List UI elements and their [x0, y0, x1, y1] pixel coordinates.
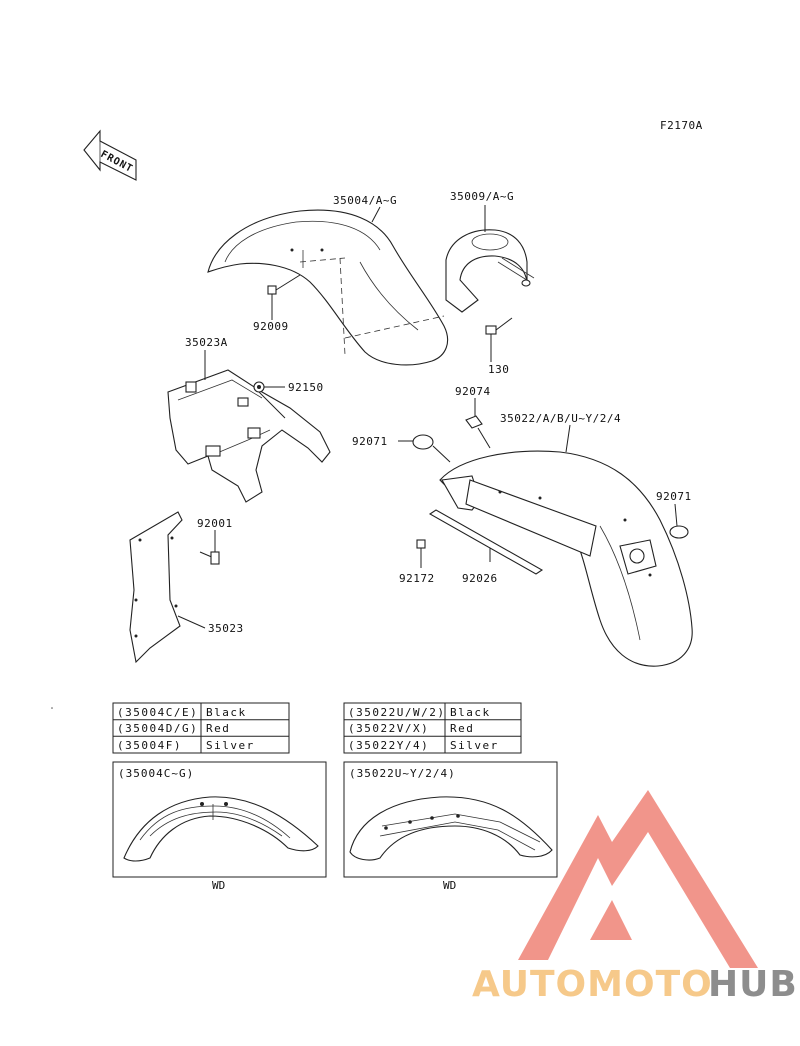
- bolt-130: [485, 317, 513, 362]
- callout-92009: 92009: [253, 320, 289, 333]
- watermark-text-part1: AUTOMOTO: [472, 964, 713, 1005]
- grommet-92074: [465, 398, 491, 449]
- front-arrow-icon: FRONT: [83, 129, 137, 181]
- table1-part-0: (35004C/E): [117, 706, 198, 719]
- table2-part-0: (35022U/W/2): [348, 706, 445, 719]
- detail-box-rear: (35022U~Y/2/4) WD: [343, 761, 558, 892]
- detail2-caption: WD: [443, 879, 456, 892]
- table1-part-1: (35004D/G): [117, 722, 198, 735]
- screw-92172: [416, 539, 426, 568]
- strip-92026: [428, 509, 544, 575]
- callout-130: 130: [488, 363, 509, 376]
- screw-92009: [267, 274, 301, 305]
- table1-color-0: Black: [206, 706, 247, 719]
- callout-92026: 92026: [462, 572, 498, 585]
- detail1-caption: WD: [212, 879, 225, 892]
- callout-92150: 92150: [288, 381, 324, 394]
- table2-color-1: Red: [450, 722, 474, 735]
- table1-color-1: Red: [206, 722, 230, 735]
- callout-35023A: 35023A: [185, 336, 228, 349]
- callout-35023: 35023: [208, 622, 244, 635]
- callout-35009: 35009/A~G: [450, 190, 514, 203]
- damper-92071-right: [669, 503, 689, 539]
- diagram-code: F2170A: [660, 119, 703, 132]
- detail2-title: (35022U~Y/2/4): [349, 767, 456, 780]
- callout-92071-left: 92071: [352, 435, 388, 448]
- table2-color-0: Black: [450, 706, 491, 719]
- watermark-text-part2: HUB: [708, 964, 798, 1005]
- table1-part-2: (35004F): [117, 739, 182, 752]
- rear-fender: [439, 424, 693, 667]
- clip-92150: [253, 381, 286, 419]
- callout-92071-right: 92071: [656, 490, 692, 503]
- callout-92001: 92001: [197, 517, 233, 530]
- callout-92172: 92172: [399, 572, 435, 585]
- callout-35022: 35022/A/B/U~Y/2/4: [500, 412, 621, 425]
- color-table-front: (35004C/E) Black (35004D/G) Red (35004F)…: [112, 702, 290, 754]
- fender-stay: [167, 350, 331, 503]
- damper-92071-left: [398, 434, 451, 463]
- watermark-logo-icon: [518, 790, 758, 968]
- bolt-92001: [199, 530, 220, 565]
- table1-color-2: Silver: [206, 739, 255, 752]
- mud-flap: [129, 511, 206, 664]
- callout-35004: 35004/A~G: [333, 194, 397, 207]
- color-table-rear: (35022U/W/2) Black (35022V/X) Red (35022…: [343, 702, 522, 754]
- fender-bracket: [445, 205, 535, 313]
- callout-92074: 92074: [455, 385, 491, 398]
- front-fender: [207, 209, 449, 366]
- table2-color-2: Silver: [450, 739, 499, 752]
- table2-part-2: (35022Y/4): [348, 739, 429, 752]
- table2-part-1: (35022V/X): [348, 722, 429, 735]
- detail-box-front: (35004C~G) WD: [112, 761, 327, 892]
- detail1-title: (35004C~G): [118, 767, 194, 780]
